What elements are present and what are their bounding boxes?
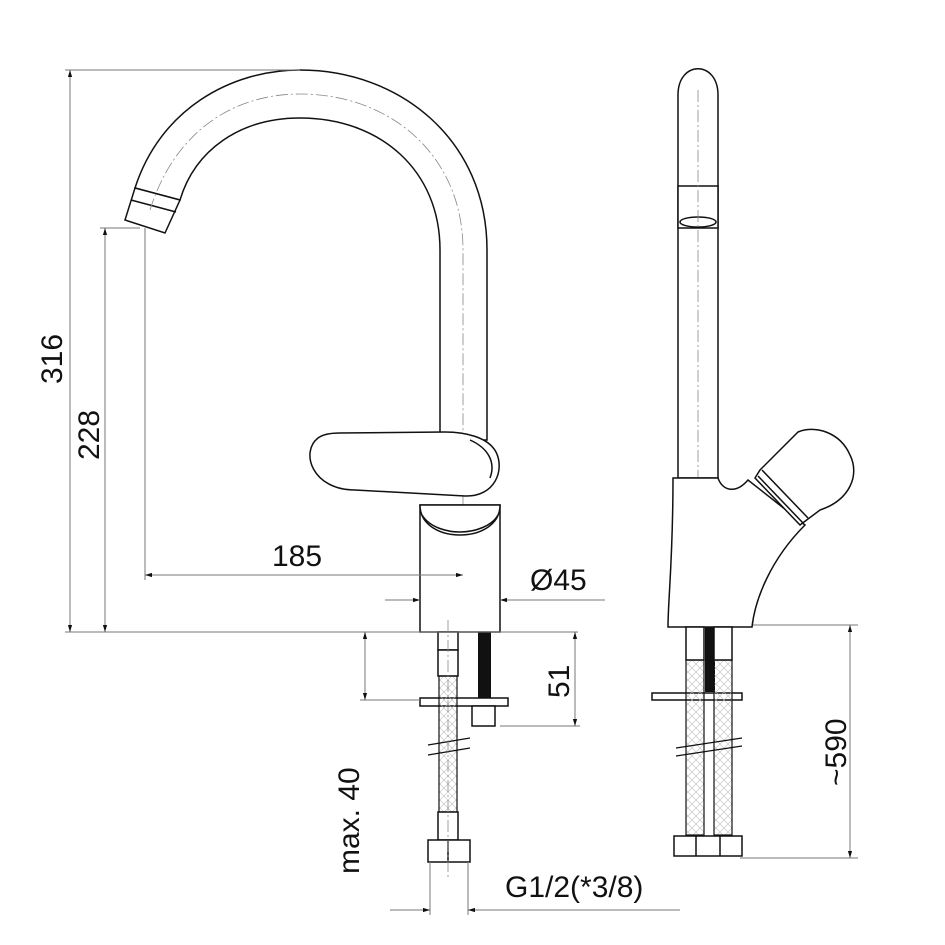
dim-connection-thread: G1/2(*3/8) bbox=[505, 871, 644, 904]
spout bbox=[134, 69, 488, 441]
side-view bbox=[651, 68, 855, 857]
dim-thread-length: 51 bbox=[543, 664, 576, 698]
dim-max-counter-thickness: max. 40 bbox=[333, 767, 366, 874]
dim-spout-height: 228 bbox=[73, 409, 106, 460]
threaded-rod bbox=[478, 632, 491, 700]
dim-body-diameter: Ø45 bbox=[530, 564, 587, 597]
side-body bbox=[667, 477, 807, 628]
mounting-nut bbox=[471, 705, 496, 727]
side-lever-handle bbox=[754, 428, 855, 526]
aerator-nozzle bbox=[124, 187, 182, 234]
dimension-lines bbox=[65, 69, 858, 915]
hose-nut bbox=[427, 839, 471, 863]
dim-spout-reach: 185 bbox=[272, 540, 323, 573]
dim-hose-length: ~590 bbox=[820, 718, 853, 786]
lever-handle bbox=[309, 431, 500, 497]
dim-total-height: 316 bbox=[36, 333, 69, 384]
front-view bbox=[124, 69, 509, 880]
mounting-plate bbox=[419, 697, 509, 707]
